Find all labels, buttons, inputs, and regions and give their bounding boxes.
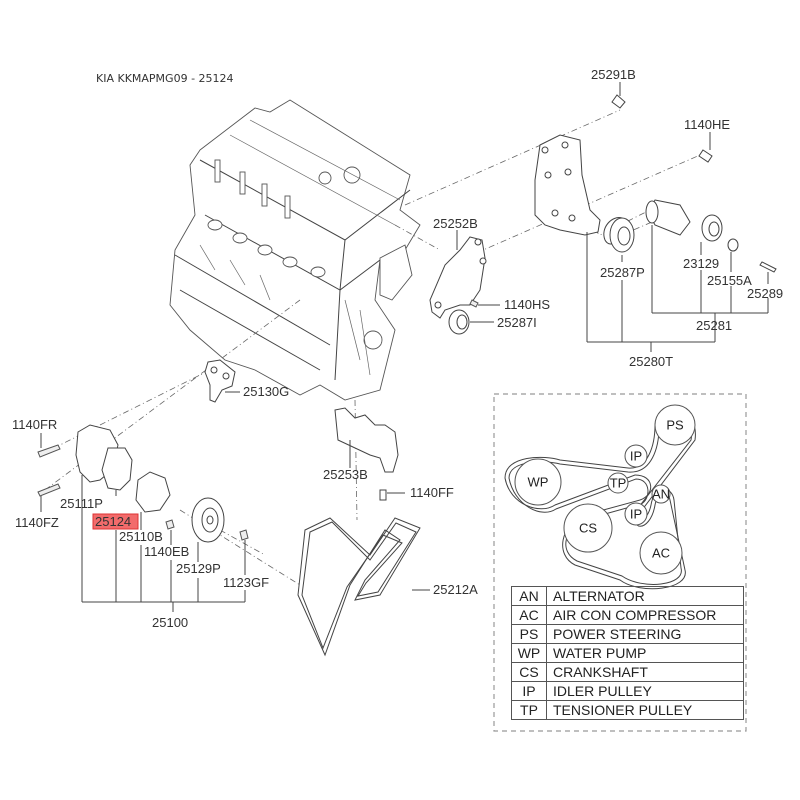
water-pump-assembly <box>37 424 249 543</box>
part-label-25291b[interactable]: 25291B <box>591 67 636 82</box>
legend-code: IP <box>511 681 547 701</box>
part-labels: 25291B 1140HE 25252B 1140HS 25287I 25287… <box>12 67 783 630</box>
pulley-ac: AC <box>639 531 683 575</box>
legend-desc: CRANKSHAFT <box>546 662 744 682</box>
pulley-tp: TP <box>607 472 629 494</box>
legend-code: TP <box>511 700 547 720</box>
pulley-ps: PS <box>654 404 696 446</box>
legend-desc: AIR CON COMPRESSOR <box>546 605 744 625</box>
part-label-25124[interactable]: 25124 <box>95 514 131 529</box>
svg-text:AN: AN <box>652 487 670 502</box>
part-label-25100[interactable]: 25100 <box>152 615 188 630</box>
legend-code: CS <box>511 662 547 682</box>
legend-code: AN <box>511 586 547 606</box>
svg-text:IP: IP <box>630 507 642 522</box>
part-label-25253b[interactable]: 25253B <box>323 467 368 482</box>
svg-text:AC: AC <box>652 546 670 561</box>
svg-text:WP: WP <box>528 475 549 490</box>
bracket-25253b <box>334 407 399 501</box>
engine-block <box>169 99 421 401</box>
legend-desc: TENSIONER PULLEY <box>546 700 744 720</box>
svg-text:TP: TP <box>610 476 627 491</box>
legend-code: PS <box>511 624 547 644</box>
svg-text:PS: PS <box>666 418 684 433</box>
part-label-1140hs[interactable]: 1140HS <box>504 297 550 312</box>
bracket-25252b <box>429 236 487 335</box>
leader-lines <box>40 82 769 612</box>
part-label-1140fz[interactable]: 1140FZ <box>15 515 59 530</box>
legend-desc: WATER PUMP <box>546 643 744 663</box>
part-label-25280t[interactable]: 25280T <box>629 354 673 369</box>
part-label-1123gf[interactable]: 1123GF <box>223 575 269 590</box>
pulley-wp: WP <box>514 458 562 506</box>
part-label-25289[interactable]: 25289 <box>747 286 783 301</box>
part-label-25287p[interactable]: 25287P <box>600 265 645 280</box>
part-label-1140eb[interactable]: 1140EB <box>144 544 189 559</box>
inset-border <box>493 393 747 732</box>
part-label-25129p[interactable]: 25129P <box>176 561 221 576</box>
part-label-25110b[interactable]: 25110B <box>119 529 163 544</box>
part-label-25130g[interactable]: 25130G <box>243 384 289 399</box>
diagram-title: KIA KKMAPMG09 - 25124 <box>96 72 234 85</box>
part-label-25212a[interactable]: 25212A <box>433 582 478 597</box>
part-label-25155a[interactable]: 25155A <box>707 273 752 288</box>
center-lines <box>44 109 701 586</box>
pulley-ip-upper: IP <box>624 444 648 468</box>
part-label-25281[interactable]: 25281 <box>696 318 732 333</box>
highlight-25124 <box>92 513 139 530</box>
part-label-23129[interactable]: 23129 <box>683 256 719 271</box>
legend-code: WP <box>511 643 547 663</box>
svg-text:IP: IP <box>630 449 642 464</box>
belt-25212a <box>297 517 421 657</box>
part-label-25287i[interactable]: 25287I <box>497 315 537 330</box>
belt-routing-inset: PS IP WP TP AN IP CS AC <box>493 393 747 732</box>
svg-text:CS: CS <box>579 521 597 536</box>
pulley-ip-lower: IP <box>624 502 648 526</box>
legend-desc: POWER STEERING <box>546 624 744 644</box>
legend-desc: IDLER PULLEY <box>546 681 744 701</box>
pulley-cs: CS <box>563 503 613 553</box>
gasket-25130g <box>204 359 236 403</box>
part-label-25111p[interactable]: 25111P <box>60 496 103 511</box>
part-label-1140fr[interactable]: 1140FR <box>12 417 57 432</box>
pulley-an: AN <box>651 484 671 504</box>
legend-desc: ALTERNATOR <box>546 586 744 606</box>
part-label-25252b[interactable]: 25252B <box>433 216 478 231</box>
tensioner-assembly <box>534 94 777 273</box>
part-label-1140he[interactable]: 1140HE <box>684 117 730 132</box>
part-label-1140ff[interactable]: 1140FF <box>410 485 454 500</box>
legend-code: AC <box>511 605 547 625</box>
